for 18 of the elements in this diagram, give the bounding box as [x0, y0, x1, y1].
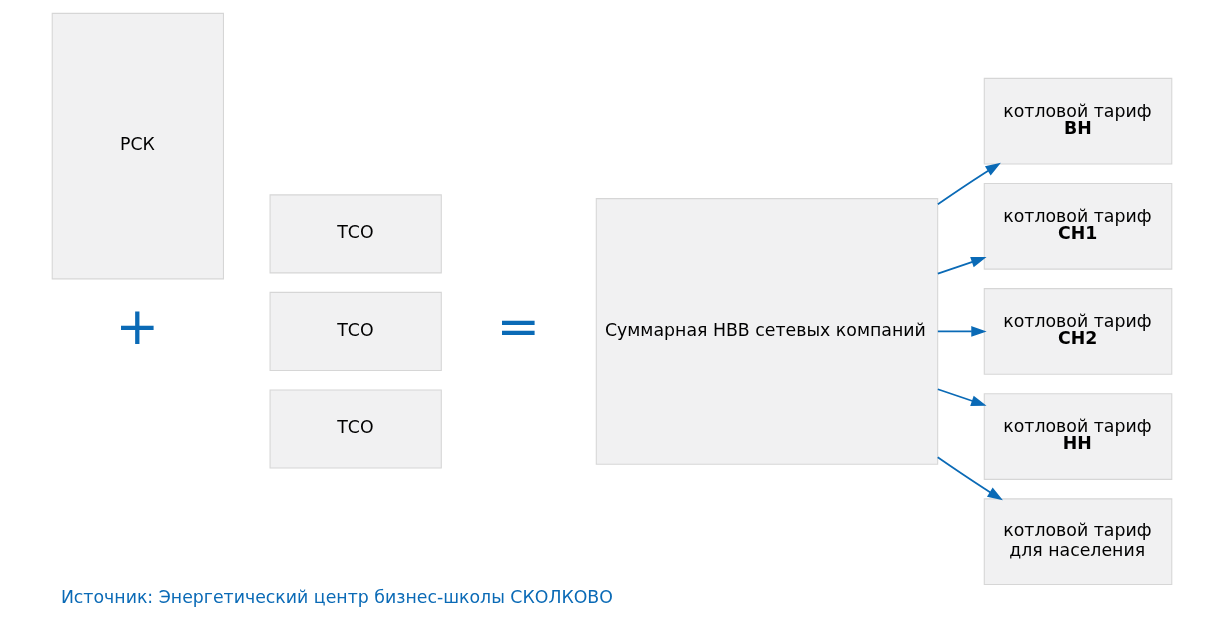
arrow: [936, 325, 987, 337]
node-box: котловой тариф СН2: [983, 287, 1172, 375]
arrow: [936, 162, 1001, 205]
arrow: [936, 455, 1003, 500]
arrow: [936, 256, 987, 274]
node-box: котловой тариф для населения: [983, 497, 1172, 585]
caption: Источник: Энергетический центр бизнес-школы СКОЛКОВО: [60, 586, 613, 607]
node-box: котловой тариф СН1: [983, 182, 1172, 270]
node-box: ТСО: [269, 193, 442, 273]
label: +: [115, 295, 159, 356]
node-box: ТСО: [269, 388, 442, 469]
node-box: РСК: [51, 12, 224, 279]
arrow: [936, 387, 987, 406]
node-box: Суммарная НВВ сетевых компаний: [595, 197, 938, 465]
node-box: ТСО: [269, 291, 442, 371]
node-box: котловой тариф ВН: [983, 77, 1172, 164]
node-box: котловой тариф НН: [983, 392, 1172, 480]
label: =: [496, 295, 540, 356]
